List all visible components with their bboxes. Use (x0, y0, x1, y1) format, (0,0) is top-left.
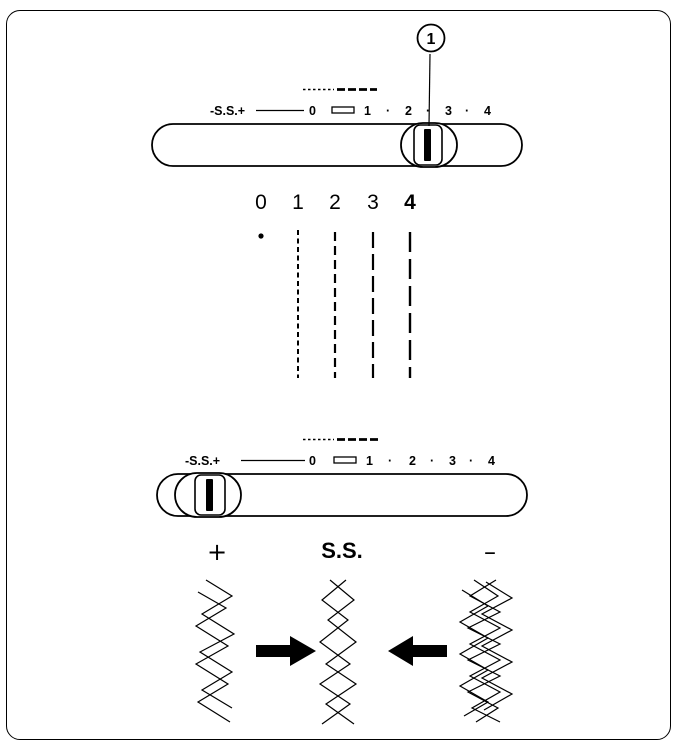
top-stitch-dial: -S.S.+ 0 1 · 2 · 3 · 4 1 (151, 23, 523, 168)
stitch-sample-0 (258, 233, 264, 239)
callout-number: 1 (427, 31, 436, 48)
bottom-buttonhole-mark (333, 456, 357, 464)
stitch-length-samples: 0 1 2 3 4 (255, 191, 416, 378)
diagram-frame (6, 10, 671, 740)
top-mark-4: 4 (484, 104, 491, 118)
top-dial-slot (151, 123, 523, 167)
arrow-right-icon (256, 636, 316, 666)
bottom-mark-1: 1 (366, 454, 373, 468)
top-buttonhole-mark (331, 106, 355, 114)
callout-marker: 1 (416, 23, 446, 127)
stretched-pattern (194, 579, 236, 723)
bottom-stitch-dial: -S.S.+ 0 1 · 2 · 3 · 4 (156, 438, 528, 518)
balanced-pattern (318, 579, 358, 725)
bottom-ss-label: -S.S.+ (185, 454, 220, 468)
bottom-dial-slot (156, 473, 528, 517)
length-label-2: 2 (329, 191, 341, 214)
top-dot-2: · (426, 104, 430, 118)
length-label-3: 3 (367, 191, 379, 214)
length-label-4: 4 (404, 191, 416, 214)
bottom-dot-2: · (430, 454, 434, 468)
plus-label: + (207, 538, 227, 566)
length-label-0: 0 (255, 191, 267, 214)
bottom-mark-3: 3 (449, 454, 456, 468)
bottom-dot-1: · (388, 454, 392, 468)
bottom-dial-knob[interactable] (174, 472, 242, 518)
top-ss-label: -S.S.+ (210, 104, 245, 118)
top-mark-2: 2 (405, 104, 412, 118)
top-mark-1: 1 (364, 104, 371, 118)
length-label-1: 1 (292, 191, 304, 214)
bottom-dot-3: · (469, 454, 473, 468)
bottom-mark-4: 4 (488, 454, 495, 468)
bottom-mark-2: 2 (409, 454, 416, 468)
top-dot-1: · (386, 104, 390, 118)
pattern-adjustment: + S.S. – (194, 538, 514, 725)
arrow-left-icon (388, 636, 447, 666)
top-mark-3: 3 (445, 104, 452, 118)
top-mark-0: 0 (309, 104, 316, 118)
top-dial-knob[interactable] (400, 122, 458, 168)
ss-label: S.S. (321, 538, 363, 563)
bottom-mark-0: 0 (309, 454, 316, 468)
compressed-pattern (458, 579, 514, 723)
top-dot-3: · (465, 104, 469, 118)
minus-label: – (484, 538, 496, 566)
